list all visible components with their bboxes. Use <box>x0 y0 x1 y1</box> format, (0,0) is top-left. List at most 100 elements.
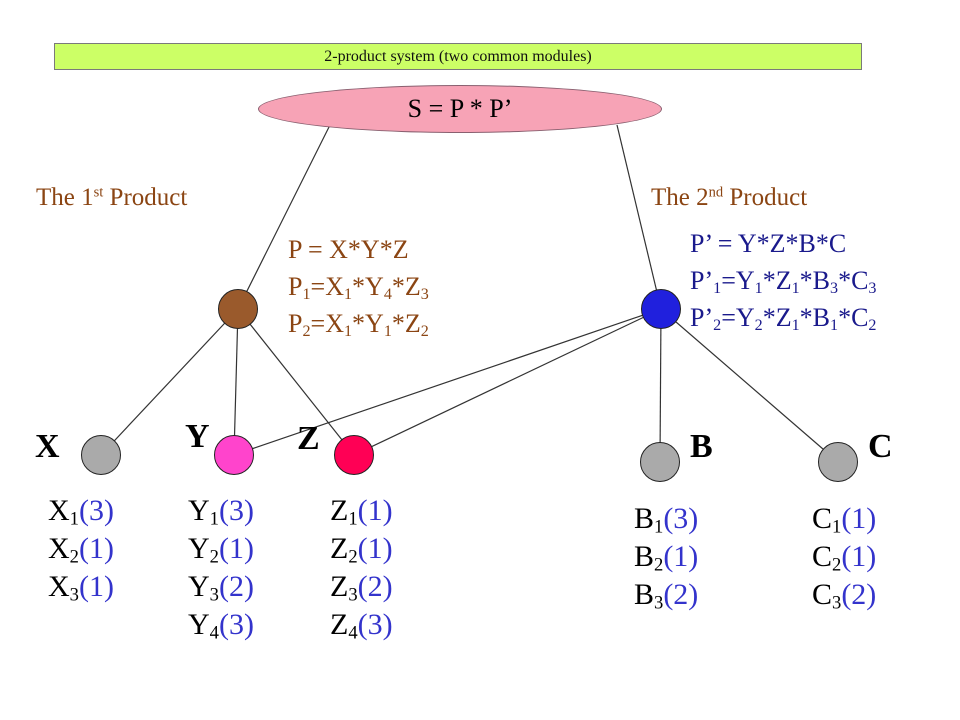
edge-p1-Z <box>237 308 355 456</box>
option-count: (1) <box>841 502 877 535</box>
product2-heading-pre: The 2 <box>651 184 709 211</box>
option-count: (2) <box>663 578 699 611</box>
formula-text: =X <box>310 272 344 301</box>
formula-text: =X <box>310 309 344 338</box>
option-count: (3) <box>357 608 393 641</box>
module-option: C1(1) <box>812 500 876 538</box>
formula-subscript: 1 <box>302 286 311 304</box>
module-option: Z3(2) <box>330 568 393 606</box>
option-letter: Z <box>330 570 349 603</box>
module-option: Y2(1) <box>188 530 254 568</box>
product1-heading-pre: The 1 <box>36 184 94 211</box>
option-letter: X <box>48 494 70 527</box>
formula-subscript: 4 <box>383 286 392 304</box>
option-index: 1 <box>654 516 664 538</box>
module-label-y: Y <box>185 418 210 455</box>
formula-subscript: 2 <box>420 323 429 341</box>
module-options-b: B1(3)B2(1)B3(2) <box>634 500 698 614</box>
formula-text: *Y <box>352 272 384 301</box>
product2-heading-post: Product <box>723 184 808 211</box>
option-letter: X <box>48 532 70 565</box>
formula-text: *Z <box>762 303 792 332</box>
module-option: Z1(1) <box>330 492 393 530</box>
formula-text: P’ = Y*Z*B*C <box>690 229 847 258</box>
module-option: B3(2) <box>634 576 698 614</box>
option-letter: X <box>48 570 70 603</box>
option-index: 1 <box>69 508 79 530</box>
option-count: (2) <box>841 578 877 611</box>
option-letter: C <box>812 540 833 573</box>
module-node-z <box>334 435 374 475</box>
option-letter: Z <box>330 532 349 565</box>
formula-subscript: 3 <box>420 286 429 304</box>
option-index: 3 <box>69 584 79 606</box>
option-letter: C <box>812 578 833 611</box>
product2-heading: The 2nd Product <box>651 184 807 212</box>
option-index: 2 <box>348 546 358 568</box>
formula-text: *C <box>838 303 869 332</box>
option-letter: B <box>634 578 655 611</box>
formula-text: *Z <box>391 272 421 301</box>
edge-p1-X <box>100 308 239 456</box>
formula-line: P’1=Y1*Z1*B3*C3 <box>690 262 876 299</box>
option-count: (2) <box>218 570 254 603</box>
formula-text: P’ <box>690 266 714 295</box>
edge-p2-C <box>660 308 839 463</box>
formula-subscript: 2 <box>302 323 311 341</box>
formula-subscript: 1 <box>713 280 722 298</box>
option-letter: Y <box>188 570 210 603</box>
formula-text: P’ <box>690 303 714 332</box>
module-option: Y3(2) <box>188 568 254 606</box>
formula-subscript: 1 <box>343 286 353 304</box>
product1-heading: The 1st Product <box>36 184 187 212</box>
option-index: 3 <box>832 592 842 614</box>
option-index: 3 <box>348 584 358 606</box>
option-index: 4 <box>209 622 219 644</box>
module-label-z: Z <box>297 420 320 457</box>
formula-line: P2=X1*Y1*Z2 <box>288 305 429 342</box>
formula-line: P1=X1*Y4*Z3 <box>288 268 429 305</box>
module-option: C2(1) <box>812 538 876 576</box>
option-letter: Y <box>188 608 210 641</box>
formula-subscript: 1 <box>754 280 763 298</box>
module-label-b: B <box>690 428 713 465</box>
option-letter: B <box>634 540 655 573</box>
option-index: 2 <box>209 546 219 568</box>
module-option: C3(2) <box>812 576 876 614</box>
module-option: Z4(3) <box>330 606 393 644</box>
formula-subscript: 3 <box>868 280 877 298</box>
formula-subscript: 1 <box>791 317 800 335</box>
option-count: (1) <box>357 494 393 527</box>
edge-p2-Y <box>233 308 662 456</box>
formula-text: P <box>288 272 303 301</box>
module-options-z: Z1(1)Z2(1)Z3(2)Z4(3) <box>330 492 393 644</box>
module-options-y: Y1(3)Y2(1)Y3(2)Y4(3) <box>188 492 254 644</box>
option-index: 2 <box>832 554 842 576</box>
module-option: B1(3) <box>634 500 698 538</box>
option-index: 4 <box>348 622 358 644</box>
formula-text: *C <box>838 266 869 295</box>
option-count: (1) <box>78 570 114 603</box>
option-count: (3) <box>78 494 114 527</box>
module-option: Y4(3) <box>188 606 254 644</box>
option-index: 2 <box>69 546 79 568</box>
formula-subscript: 1 <box>343 323 353 341</box>
option-count: (1) <box>663 540 699 573</box>
formula-text: P <box>288 309 303 338</box>
option-count: (1) <box>357 532 393 565</box>
option-count: (3) <box>218 494 254 527</box>
formula-text: P = X*Y*Z <box>288 235 409 264</box>
edge-p1-Y <box>233 308 239 456</box>
formula-line: P = X*Y*Z <box>288 231 429 268</box>
module-options-c: C1(1)C2(1)C3(2) <box>812 500 876 614</box>
formula-text: *Z <box>762 266 792 295</box>
edge-p2-Z <box>353 308 662 456</box>
product1-heading-post: Product <box>103 184 188 211</box>
formula-line: P’2=Y2*Z1*B1*C2 <box>690 299 876 336</box>
formula-subscript: 1 <box>383 323 392 341</box>
option-index: 1 <box>832 516 842 538</box>
system-banner: 2-product system (two common modules) <box>54 43 862 70</box>
formula-text: *Z <box>391 309 421 338</box>
